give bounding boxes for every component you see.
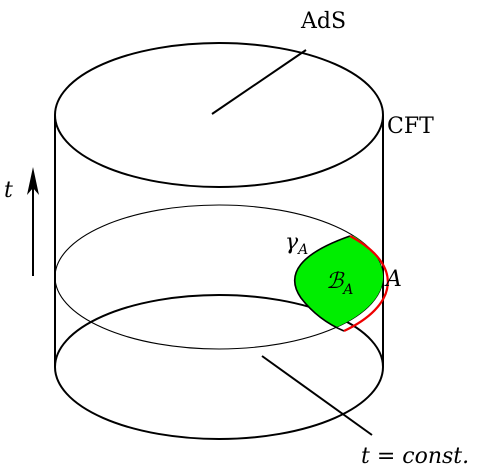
- region-label: ℬA: [326, 269, 353, 298]
- region-subscript: A: [341, 282, 353, 298]
- cft-label: CFT: [387, 114, 434, 139]
- boundary-region-a-arc: [343, 235, 389, 332]
- boundary-region-label: A: [384, 267, 402, 292]
- region-symbol: ℬ: [326, 269, 345, 294]
- ads-label: AdS: [300, 9, 346, 34]
- time-label: t: [4, 178, 13, 203]
- slice-leader-line: [261, 355, 373, 436]
- gamma-subscript: A: [296, 242, 308, 258]
- minimal-surface-gamma-a: [293, 235, 351, 332]
- gamma-symbol: γ: [285, 230, 299, 255]
- cylinder-bottom-ellipse: [54, 294, 384, 440]
- cylinder-top-ellipse: [54, 42, 384, 188]
- gamma-label: γA: [285, 230, 308, 258]
- ads-leader-line: [211, 49, 307, 115]
- time-arrow-head: [27, 167, 39, 195]
- constant-time-label: t = const.: [361, 444, 469, 469]
